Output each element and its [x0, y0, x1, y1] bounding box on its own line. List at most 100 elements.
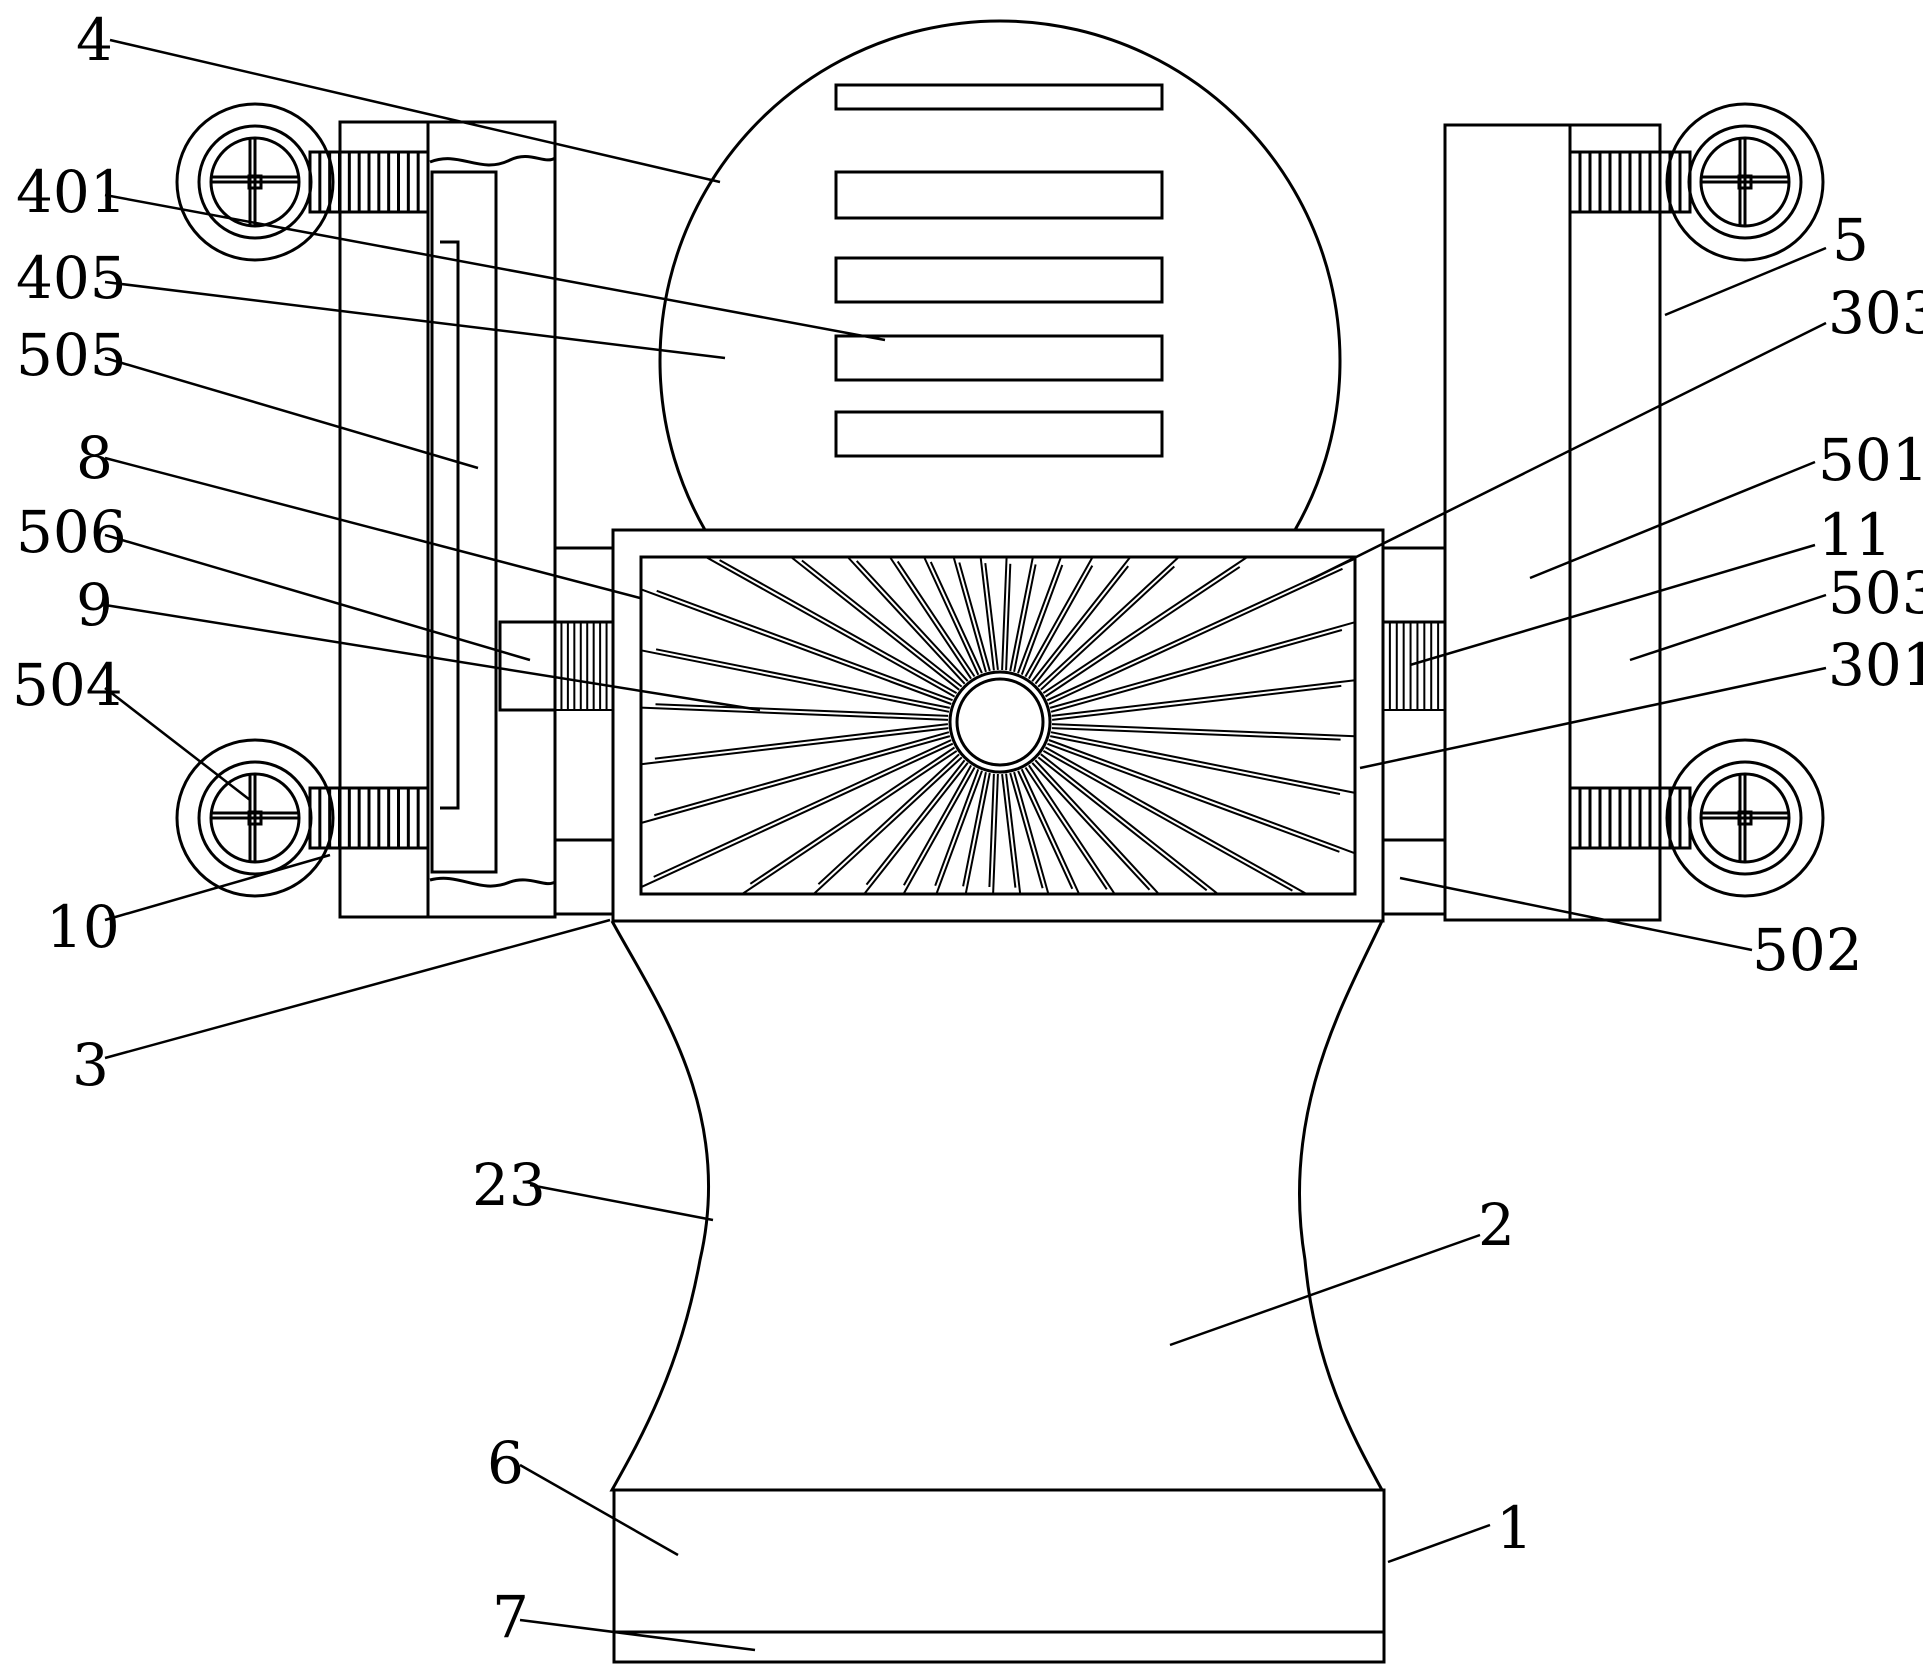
fan-blade-edge	[749, 746, 956, 885]
fan-blade	[846, 556, 966, 685]
fan-blade-edge	[655, 648, 950, 709]
fan-blade-edge	[655, 703, 949, 717]
leader-line	[104, 356, 479, 470]
fan-blade-edge	[801, 559, 963, 688]
left-connector-lower	[553, 838, 615, 916]
fan-blade	[964, 772, 991, 895]
fan-blade-edge	[1001, 773, 1017, 888]
label-506: 506	[16, 498, 127, 566]
fan-blade	[813, 756, 963, 895]
fan-blade	[640, 735, 951, 824]
label-9: 9	[76, 571, 113, 639]
leader-line	[1359, 666, 1827, 770]
fan-blade	[1051, 723, 1356, 738]
leader-line	[104, 918, 611, 1060]
fan-blade-edge	[934, 769, 980, 887]
fan-blade	[1051, 679, 1356, 717]
fan-blade	[1031, 556, 1132, 682]
leader-line	[1529, 460, 1816, 580]
left-panel-slot	[440, 240, 460, 810]
label-4: 4	[76, 6, 113, 74]
fan-blade-edge	[1017, 770, 1074, 890]
fan-blade	[1049, 621, 1356, 709]
leader-line	[1387, 1523, 1491, 1564]
label-6: 6	[487, 1429, 524, 1497]
fan-blade	[952, 556, 987, 673]
fan-blade	[1017, 556, 1062, 674]
fan-blade	[863, 762, 969, 895]
leader-line	[104, 687, 251, 801]
fan-blade-edge	[1047, 742, 1340, 853]
leader-line	[1409, 543, 1816, 667]
fan-blade	[1046, 557, 1356, 702]
fan-outer-frame	[611, 528, 1385, 923]
body-outline	[609, 920, 1385, 1492]
fan-blade	[640, 588, 952, 705]
fan-blade	[935, 770, 983, 895]
fan-blade-edge	[1048, 567, 1343, 705]
fan-blade	[640, 727, 949, 766]
fan-blade-edge	[1031, 762, 1151, 891]
fan-blade	[1024, 556, 1094, 678]
knob-outer-ring	[175, 738, 335, 898]
fan-blade	[923, 556, 980, 676]
fan-blade-edge	[1051, 684, 1342, 721]
fan-blade	[640, 742, 954, 889]
fan-blade	[1050, 731, 1356, 794]
fan-blade	[640, 649, 950, 713]
right-connector-upper	[1381, 546, 1447, 624]
fan-blade	[640, 706, 949, 721]
right-panel-outer	[1443, 123, 1662, 922]
fan-hub-inner	[955, 677, 1045, 767]
leader-line	[1399, 876, 1753, 952]
fan-blade	[1034, 759, 1160, 895]
fan-blade-edge	[1040, 565, 1175, 691]
fan-blade	[1013, 771, 1050, 895]
leader-line	[529, 1183, 714, 1222]
leader-line	[1629, 593, 1827, 662]
fan-blade-edge	[653, 739, 952, 878]
knob-outer-ring	[175, 102, 335, 262]
left-spring-11	[554, 621, 614, 711]
fan-blade	[902, 766, 976, 895]
fan-blade-edge	[984, 562, 999, 671]
fan-blade	[1020, 768, 1081, 895]
fan-blade-edge	[1037, 756, 1208, 892]
fan-blade-edge	[719, 559, 958, 694]
leader-line	[519, 1618, 756, 1652]
label-5: 5	[1832, 206, 1869, 274]
fan-blade	[741, 750, 958, 895]
fan-blade	[790, 556, 960, 691]
label-11: 11	[1818, 501, 1892, 569]
knob-assemblies	[175, 102, 1825, 898]
fan-blade	[889, 556, 972, 680]
label-7: 7	[492, 1583, 529, 1651]
leader-lines	[104, 38, 1827, 1652]
leader-line	[1664, 246, 1827, 317]
fan-blade-edge	[929, 561, 983, 674]
head-circle	[658, 19, 1342, 531]
leader-line	[104, 280, 726, 360]
left-slider	[498, 620, 557, 712]
label-504: 504	[12, 651, 123, 719]
fan-blade	[1037, 556, 1180, 688]
callout-labels: 4 401 405 505 8 506 9 504 10 3 23 6 7 5 …	[12, 6, 1923, 1651]
leader-line	[519, 1463, 679, 1557]
fan-blade-edge	[903, 764, 972, 886]
left-panel-tear-top	[429, 154, 556, 167]
leader-line	[1309, 321, 1827, 582]
label-10: 10	[46, 893, 120, 961]
fan-blade	[1001, 556, 1008, 671]
knob-outer-ring	[1665, 738, 1825, 898]
label-8: 8	[76, 424, 113, 492]
right-connector-lower	[1381, 838, 1447, 916]
head-vent	[834, 410, 1164, 458]
fan-blade-edge	[1042, 750, 1293, 892]
fan-blade-edge	[654, 723, 949, 760]
head-vent-top	[834, 83, 1164, 111]
head-vent	[834, 256, 1164, 304]
label-1: 1	[1496, 1494, 1533, 1562]
fan-blade-edge	[855, 560, 969, 682]
